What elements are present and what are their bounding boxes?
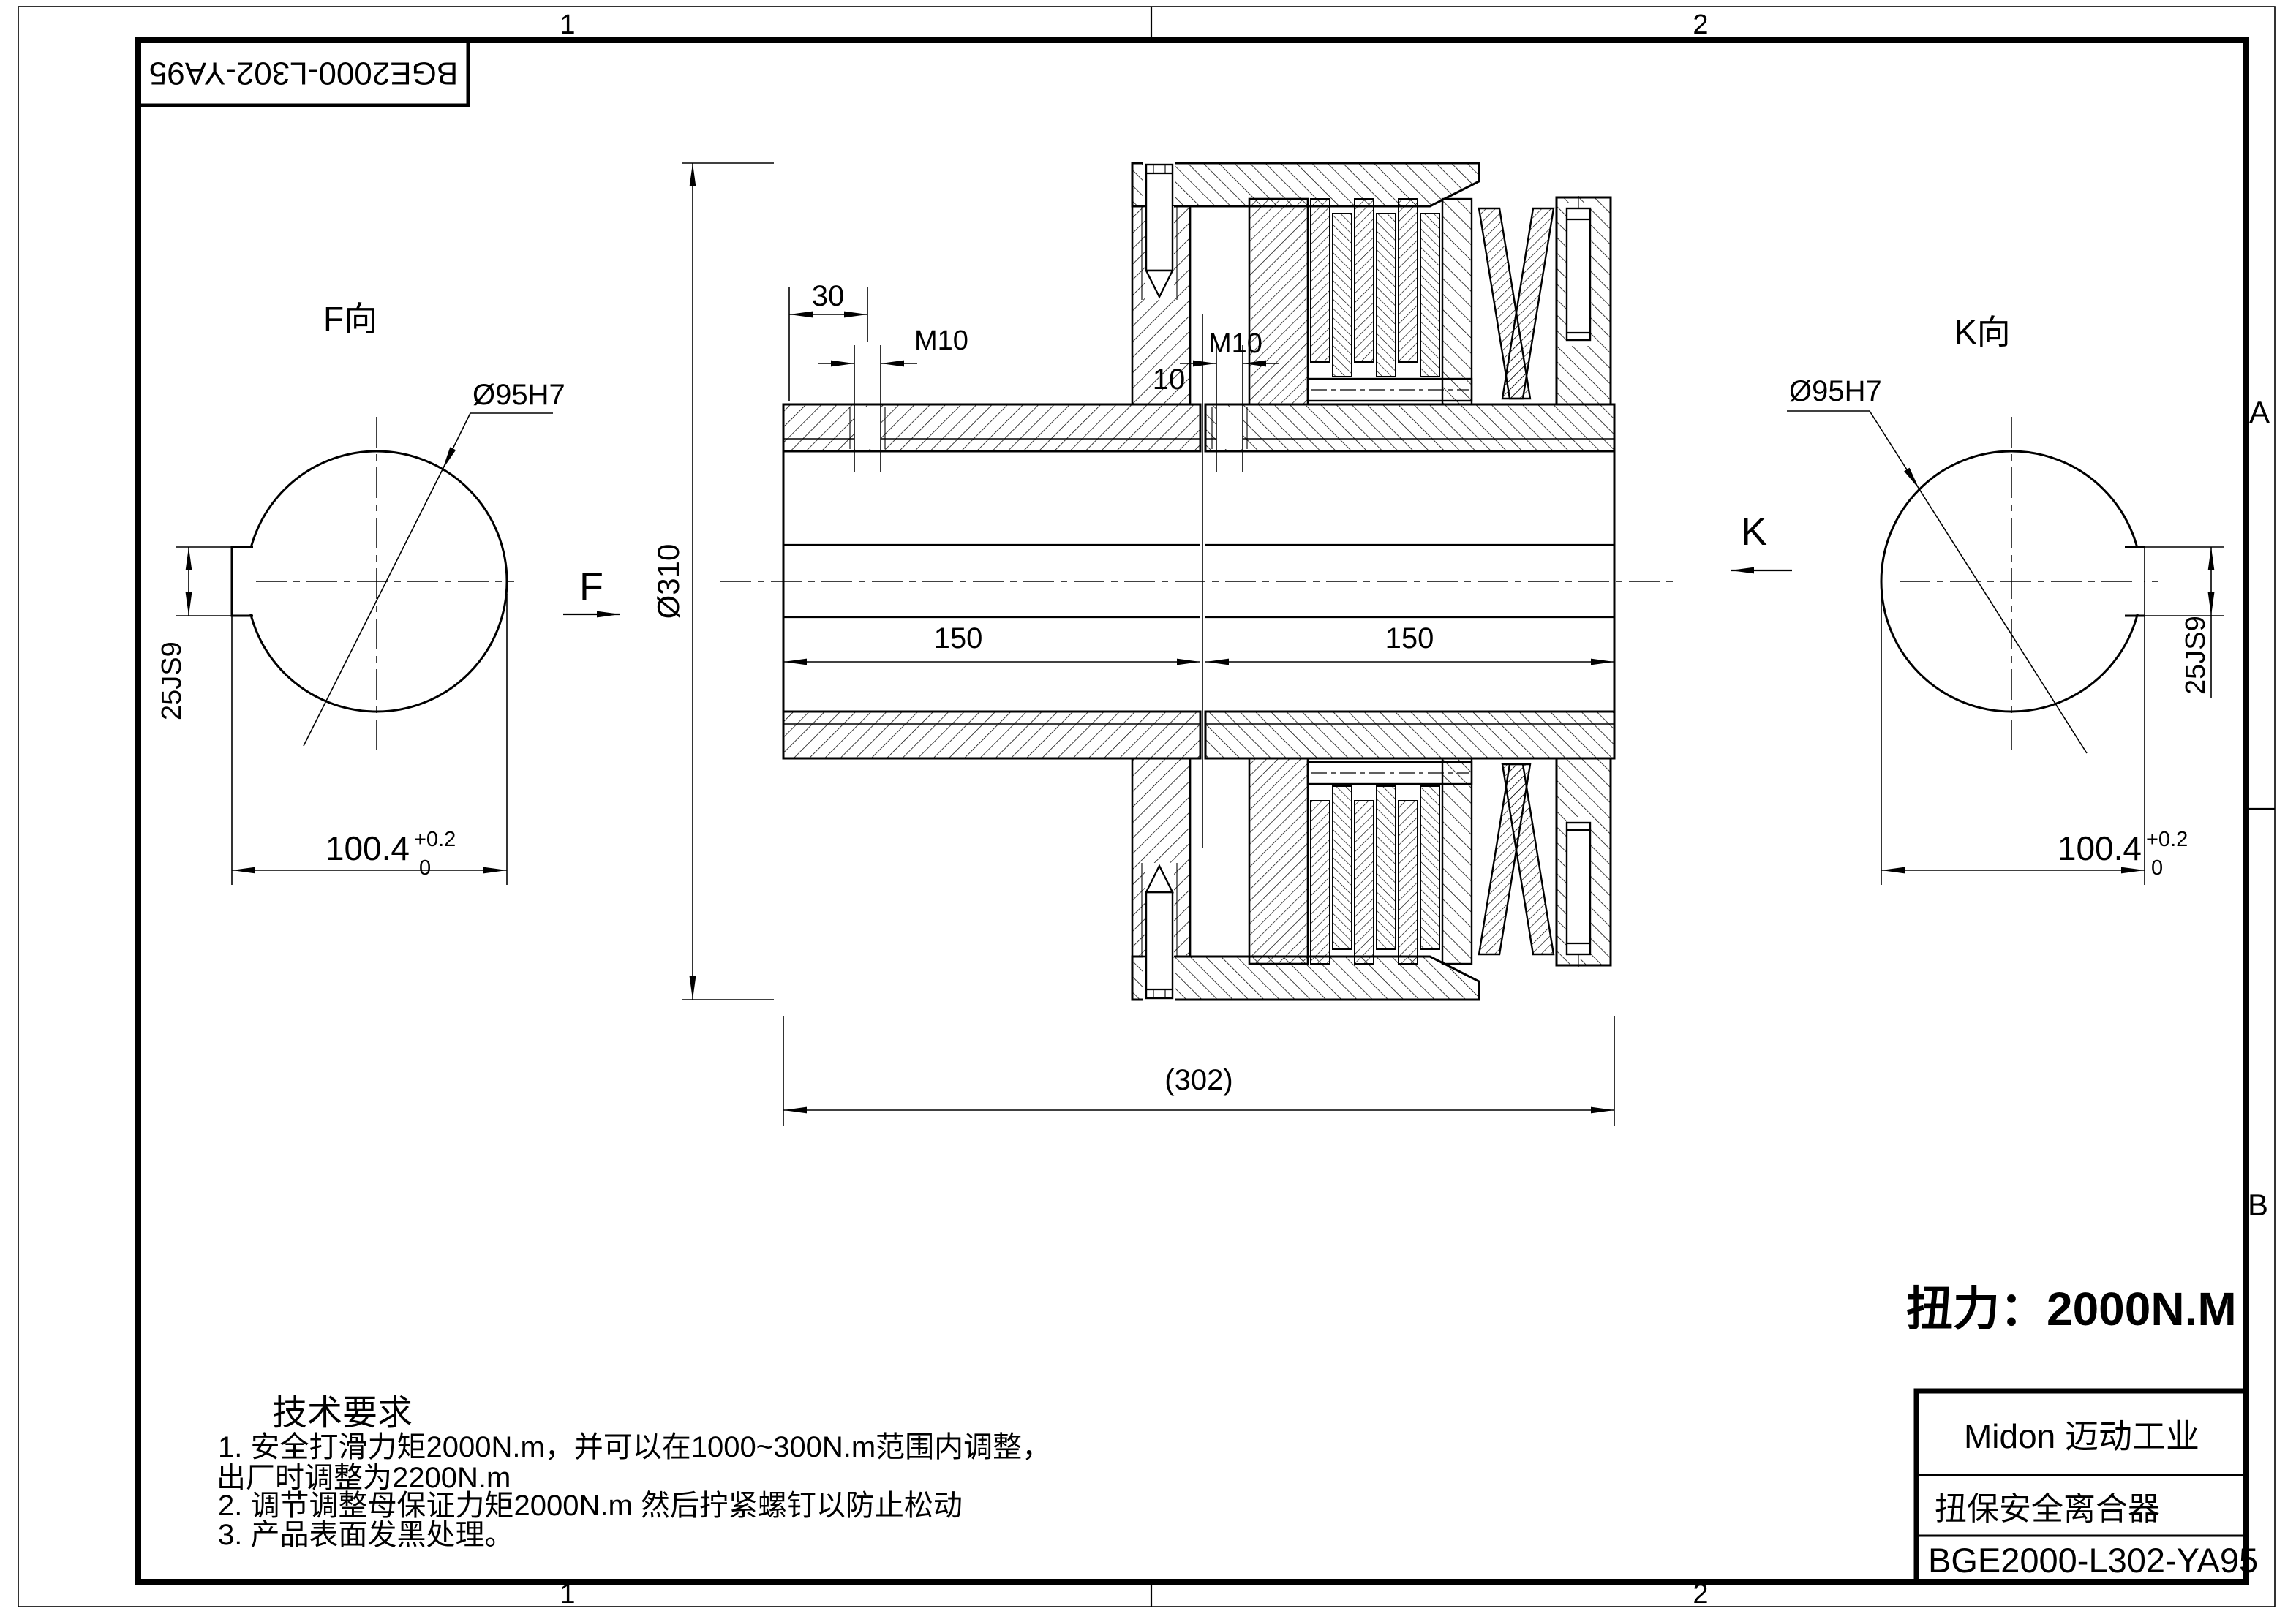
friction-disc — [1398, 800, 1418, 965]
title-block: Midon 迈动工业 扭保安全离合器 BGE2000-L302-YA95 — [1913, 1388, 2258, 1585]
k-dim-tol-lower: 0 — [2151, 856, 2163, 880]
f-dim-tol-lower: 0 — [419, 856, 431, 880]
k-dim-keywidth-label: 25JS9 — [2180, 616, 2211, 695]
bore-lines — [783, 543, 1614, 619]
f-keyway-mask — [233, 548, 253, 614]
dim-m10-mid-label: M10 — [1208, 328, 1262, 359]
k-view: K向 25JS9 100.4 +0.2 0 Ø95H7 K — [1731, 313, 2224, 885]
border-outer — [18, 6, 2276, 1607]
dim-150-right-label: 150 — [1385, 622, 1434, 655]
friction-disc — [1354, 198, 1374, 363]
tech-requirements: 技术要求 1. 安全打滑力矩2000N.m，并可以在1000~300N.m范围内… — [217, 1394, 1051, 1551]
friction-disc — [1332, 213, 1352, 377]
f-view-title: F向 — [323, 300, 377, 338]
m10-hole-mid — [1211, 345, 1248, 472]
dim-10-label: 10 — [1153, 363, 1186, 396]
tech-line-4: 3. 产品表面发黑处理。 — [218, 1519, 513, 1551]
flange-web-right-bottom — [1204, 710, 1616, 760]
section-dimensions: 30 M10 M10 10 Ø310 150 150 (302) — [651, 162, 1615, 1126]
friction-disc — [1332, 785, 1352, 950]
k-dim-keydim-label: 100.4 — [2058, 829, 2142, 867]
friction-disc — [1310, 800, 1330, 965]
friction-disc — [1398, 198, 1418, 363]
outer-rim-top — [1131, 162, 1480, 208]
stamp-box — [136, 38, 470, 107]
dim-302-label: (302) — [1164, 1064, 1232, 1096]
frame: 1 2 1 2 A B BGE2000-L302-YA95 — [18, 6, 2276, 1610]
f-direction-label: F — [579, 565, 603, 608]
zone-label-A: A — [2249, 395, 2270, 429]
zone-label-bottom-2: 2 — [1693, 1579, 1708, 1610]
f-bore-label: Ø95H7 — [473, 379, 565, 411]
m10-hole-left — [849, 345, 886, 472]
outer-rim-bottom — [1131, 955, 1480, 1001]
disc-springs-bottom — [1478, 763, 1555, 956]
part-number: BGE2000-L302-YA95 — [1928, 1541, 2258, 1580]
disc-spring — [1501, 763, 1555, 956]
k-dim-tol-upper: +0.2 — [2146, 828, 2188, 851]
set-screw-top — [1565, 207, 1592, 342]
flange-web-left-bottom — [782, 710, 1202, 760]
company-name: Midon 迈动工业 — [1964, 1417, 2199, 1455]
k-keyway-mask — [2134, 548, 2144, 614]
k-direction-label: K — [1741, 510, 1767, 554]
section-view: 30 M10 M10 10 Ø310 150 150 (302) — [651, 160, 1675, 1126]
f-dim-tol-upper: +0.2 — [414, 828, 456, 851]
friction-disc — [1310, 198, 1330, 363]
hub-right-top — [1248, 197, 1309, 406]
dim-150-left-label: 150 — [934, 622, 983, 655]
dim-m10-left-label: M10 — [914, 325, 968, 356]
friction-disc — [1420, 785, 1440, 950]
f-bore-leader — [303, 412, 471, 747]
disc-spring — [1501, 207, 1555, 400]
disc-springs-top — [1478, 207, 1555, 400]
pressure-ring-top — [1441, 197, 1473, 406]
dim-30-label: 30 — [812, 280, 845, 312]
hub-right-bottom — [1248, 757, 1309, 965]
friction-disc — [1376, 785, 1396, 950]
f-view: F向 25JS9 100.4 +0.2 0 Ø95H7 F — [157, 300, 620, 885]
torque-note: 扭力：2000N.M — [1906, 1283, 2237, 1335]
zone-label-top-1: 1 — [560, 10, 575, 40]
clamp-bolt-top — [1141, 163, 1178, 300]
k-bore-label: Ø95H7 — [1789, 375, 1882, 407]
tech-title: 技术要求 — [272, 1394, 413, 1433]
k-view-title: K向 — [1954, 313, 2011, 351]
border-inner — [135, 37, 2249, 1585]
friction-disc — [1420, 213, 1440, 377]
f-dim-keydim-label: 100.4 — [325, 829, 410, 867]
tech-line-1: 1. 安全打滑力矩2000N.m，并可以在1000~300N.m范围内调整， — [218, 1431, 1051, 1463]
f-dim-keywidth-label: 25JS9 — [157, 641, 187, 720]
adjusting-nut-top — [1555, 196, 1612, 406]
k-bore-leader — [1869, 410, 2088, 754]
zone-label-bottom-1: 1 — [560, 1579, 575, 1610]
stamp-text-reversed: BGE2000-L302-YA95 — [149, 56, 458, 91]
flange-web-right-top — [1204, 403, 1616, 453]
friction-disc — [1376, 213, 1396, 377]
zone-label-B: B — [2248, 1188, 2268, 1222]
product-name: 扭保安全离合器 — [1935, 1491, 2160, 1527]
set-screw-bottom — [1565, 821, 1592, 956]
tech-line-2: 出厂时调整为2200N.m — [217, 1462, 511, 1494]
dim-310-label: Ø310 — [651, 544, 685, 619]
tech-line-3: 2. 调节调整母保证力矩2000N.m 然后拧紧螺钉以防止松动 — [218, 1490, 963, 1522]
clamp-bolt-bottom — [1141, 863, 1178, 1000]
title-block-frame — [1913, 1388, 2249, 1585]
flange-web-left-top — [782, 403, 1202, 453]
adjusting-nut-bottom — [1555, 757, 1612, 967]
zone-label-top-2: 2 — [1693, 10, 1708, 40]
friction-disc — [1354, 800, 1374, 965]
pressure-ring-bottom — [1441, 757, 1473, 965]
